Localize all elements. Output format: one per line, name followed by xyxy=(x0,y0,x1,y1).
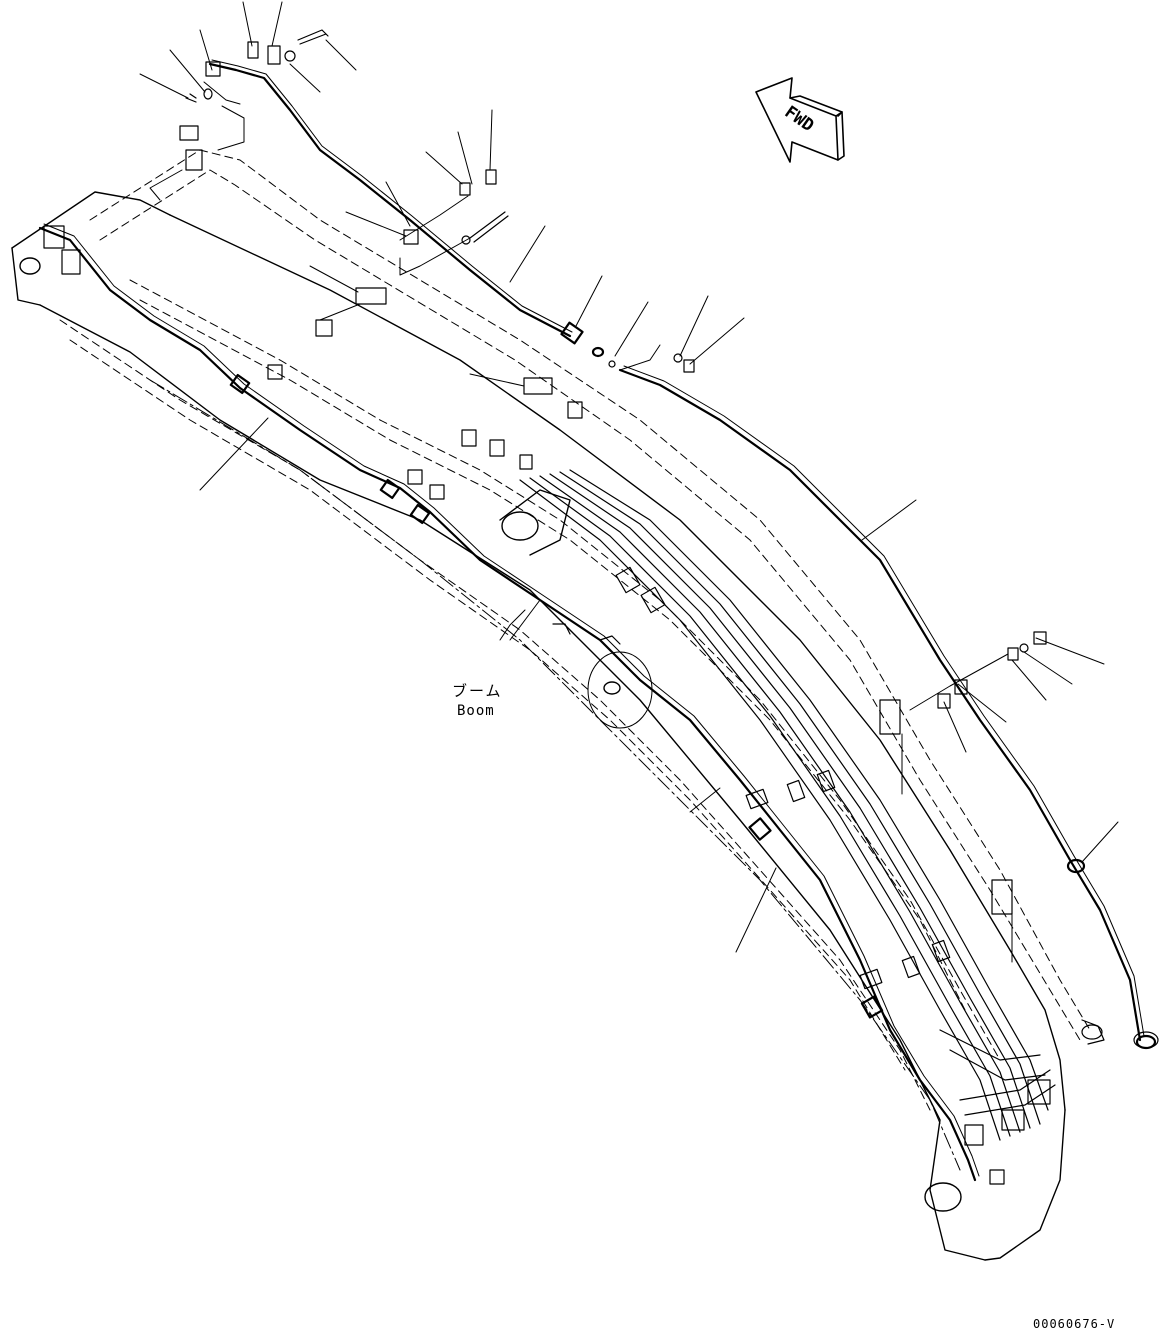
hydraulic-tube-bundle xyxy=(519,469,1056,1141)
boom-label-english: Boom xyxy=(457,703,495,719)
boom-centerline xyxy=(149,379,961,1171)
boom-outline xyxy=(11,191,1066,1261)
right-lube-tube xyxy=(208,59,1157,1050)
leader-lines xyxy=(139,1,1119,963)
tube-clamps xyxy=(43,125,1051,1185)
figure-code: 00060676-V xyxy=(1033,1317,1116,1331)
hardware-parts xyxy=(185,29,1159,1049)
connection-brackets xyxy=(149,81,1009,711)
boom-label-japanese: ブーム xyxy=(452,682,503,700)
forward-arrow-icon: FWD xyxy=(755,77,845,163)
boom-hidden-lines xyxy=(59,149,1091,1111)
left-lube-tube xyxy=(38,223,980,1182)
